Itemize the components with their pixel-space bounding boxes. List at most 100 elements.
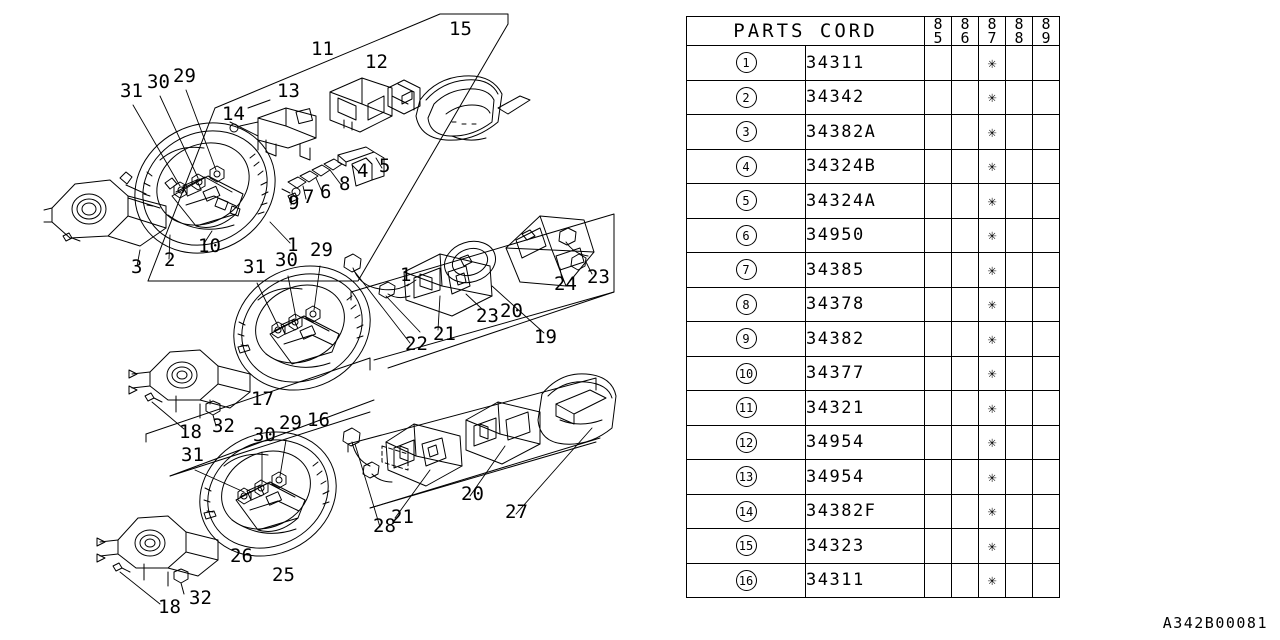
table-header-row: PARTS CORD 8 5 8 6 8 7 8 8 xyxy=(686,15,1060,47)
callout-20-b: 20 xyxy=(461,483,484,505)
assembly-group-4-frame xyxy=(347,377,601,509)
year-column-86: 8 6 xyxy=(951,16,979,46)
exploded-parts-illustration: 11 12 15 13 14 29 30 31 5 4 8 6 7 9 10 2… xyxy=(43,13,617,618)
row-index-cell: 14 xyxy=(686,493,806,529)
year-85-bottom: 5 xyxy=(933,29,943,47)
availability-cell-89 xyxy=(1032,45,1060,81)
row-index-cell: 9 xyxy=(686,321,806,357)
part-code-cell: 34342 xyxy=(805,79,925,115)
callout-29-a: 29 xyxy=(173,65,196,87)
document-id-code: A342B00081 xyxy=(1162,614,1268,632)
availability-cell-88 xyxy=(1005,562,1033,598)
availability-cell-88 xyxy=(1005,286,1033,322)
switch-assembly-lower xyxy=(342,373,617,528)
row-index-cell: 16 xyxy=(686,562,806,598)
callout-3: 3 xyxy=(131,256,142,278)
circled-number: 12 xyxy=(735,431,757,453)
screw-item18-bottom xyxy=(112,562,161,605)
circled-number: 4 xyxy=(735,155,757,177)
availability-cell-86 xyxy=(951,390,979,426)
availability-cell-89 xyxy=(1032,390,1060,426)
steering-wheel-middle xyxy=(233,265,371,391)
callout-18-b: 18 xyxy=(158,596,181,618)
availability-cell-88 xyxy=(1005,355,1033,391)
availability-cell-86 xyxy=(951,459,979,495)
availability-cell-87: ✳ xyxy=(978,355,1006,391)
wheel-bolts-lower xyxy=(237,471,287,505)
circled-number: 14 xyxy=(735,500,757,522)
availability-cell-87: ✳ xyxy=(978,321,1006,357)
availability-cell-85 xyxy=(924,528,952,564)
callout-32-a: 32 xyxy=(212,415,235,437)
availability-cell-87: ✳ xyxy=(978,148,1006,184)
availability-cell-86 xyxy=(951,148,979,184)
screw-item18-middle xyxy=(144,392,185,430)
availability-cell-85 xyxy=(924,321,952,357)
availability-cell-85 xyxy=(924,79,952,115)
part-code-cell: 34382 xyxy=(805,321,925,357)
circled-number: 10 xyxy=(735,362,757,384)
availability-cell-88 xyxy=(1005,390,1033,426)
availability-cell-89 xyxy=(1032,252,1060,288)
cover-item15 xyxy=(415,75,531,141)
availability-cell-86 xyxy=(951,424,979,460)
availability-cell-89 xyxy=(1032,148,1060,184)
leader-lines-middle-wheel xyxy=(256,265,321,327)
row-index-cell: 10 xyxy=(686,355,806,391)
availability-cell-88 xyxy=(1005,79,1033,115)
availability-cell-86 xyxy=(951,562,979,598)
callout-23-b: 23 xyxy=(476,305,499,327)
availability-cell-87: ✳ xyxy=(978,79,1006,115)
callout-21-a: 21 xyxy=(433,323,456,345)
callout-23-a: 23 xyxy=(587,266,610,288)
wheel-bolts-middle xyxy=(271,305,321,339)
callout-15: 15 xyxy=(449,18,472,40)
year-column-87: 8 7 xyxy=(978,16,1006,46)
row-index-cell: 15 xyxy=(686,528,806,564)
switch-assembly-middle xyxy=(343,215,595,344)
callout-27: 27 xyxy=(505,501,528,523)
availability-cell-86 xyxy=(951,114,979,150)
availability-cell-85 xyxy=(924,493,952,529)
row-index-cell: 5 xyxy=(686,183,806,219)
callout-11: 11 xyxy=(311,38,334,60)
bolt-item32-middle xyxy=(205,399,221,427)
part-code-cell: 34378 xyxy=(805,286,925,322)
part-code-cell: 34323 xyxy=(805,528,925,564)
assembly-group-2-frame xyxy=(350,213,615,369)
callout-16: 16 xyxy=(307,409,330,431)
row-index-cell: 8 xyxy=(686,286,806,322)
year-column-88: 8 8 xyxy=(1005,15,1033,47)
circled-number: 8 xyxy=(735,293,757,315)
leader-lines-lower-wheel xyxy=(194,439,287,493)
year-88-top: 8 xyxy=(1014,15,1024,33)
availability-cell-85 xyxy=(924,114,952,150)
callout-24: 24 xyxy=(554,273,577,295)
availability-cell-88 xyxy=(1005,45,1033,81)
leader-lines-upper-wheel xyxy=(132,89,217,187)
year-88-bottom: 8 xyxy=(1014,29,1024,47)
callout-19: 19 xyxy=(534,326,557,348)
parts-code-table-container: PARTS CORD 8 5 8 6 8 7 8 8 xyxy=(686,16,1060,598)
row-index-cell: 7 xyxy=(686,252,806,288)
availability-cell-87: ✳ xyxy=(978,390,1006,426)
circled-number: 6 xyxy=(735,224,757,246)
availability-cell-85 xyxy=(924,459,952,495)
part-code-cell: 34954 xyxy=(805,424,925,460)
